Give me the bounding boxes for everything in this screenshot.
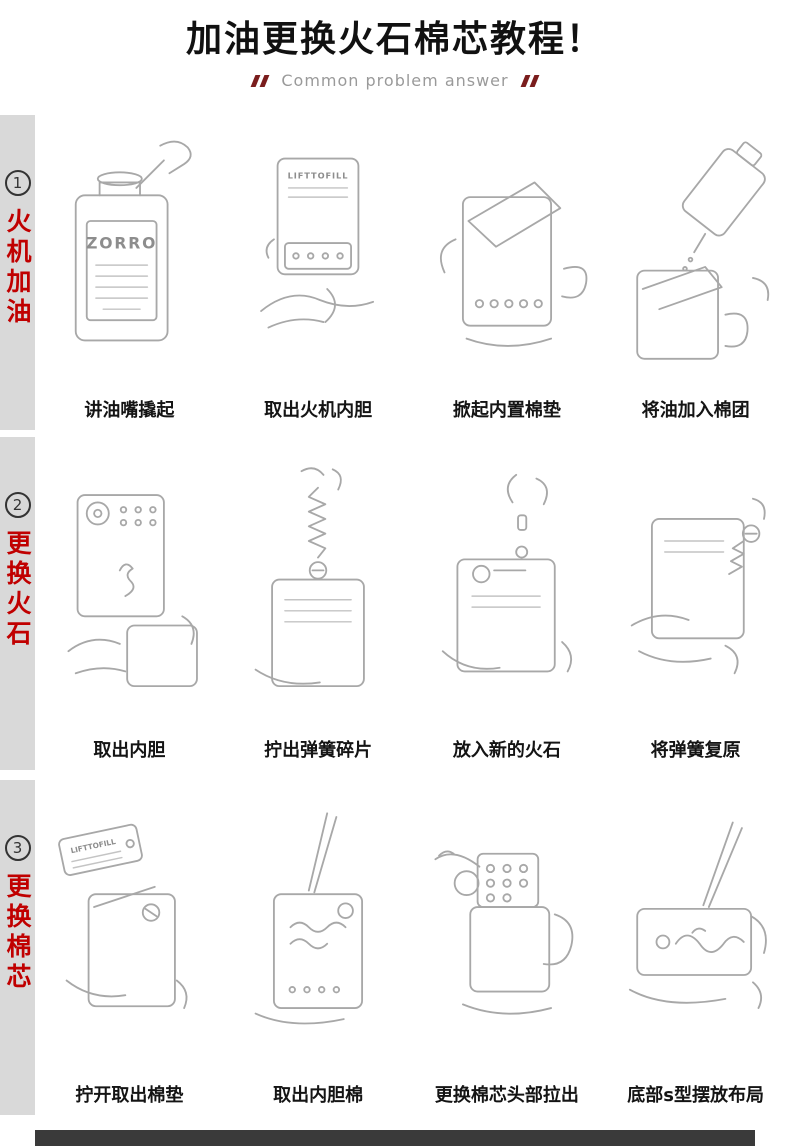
step-panel: 取出内胆棉	[224, 780, 413, 1115]
step-caption: 放入新的火石	[452, 740, 561, 761]
spring-unscrew-illustration	[224, 437, 413, 734]
step-panel: 将弹簧复原	[601, 437, 790, 770]
section-3-sidebar: 3 更换棉芯	[0, 780, 35, 1115]
quote-mark-right-icon	[520, 74, 540, 87]
section-1-number-badge: 1	[4, 170, 31, 196]
step-panel: 取出内胆	[35, 437, 224, 770]
oil-can-illustration: ZORRO	[35, 115, 224, 394]
step-caption: 将油加入棉团	[641, 400, 750, 421]
cotton-tweezers-illustration	[224, 780, 413, 1079]
step-panel: ZORRO 讲油嘴撬起	[35, 115, 224, 430]
quote-mark-left-icon	[250, 74, 270, 87]
section-1-sidebar: 1 火机加油	[0, 115, 35, 430]
header: 加油更换火石棉芯教程！ Common problem answer	[0, 0, 790, 115]
step-panel: LIFTTOFILL 拧开取出棉垫	[35, 780, 224, 1115]
page-title: 加油更换火石棉芯教程！	[185, 19, 604, 60]
step-panel: 更换棉芯头部拉出	[413, 780, 602, 1115]
insert-removal-illustration: LIFTTOFILL	[224, 115, 413, 394]
section-3-number-badge: 3	[4, 835, 31, 861]
subtitle-row: Common problem answer	[0, 71, 790, 90]
felt-pad-lift-illustration	[413, 115, 602, 394]
new-flint-illustration	[413, 437, 602, 734]
section-2-vertical-label: 更换火石	[3, 530, 32, 650]
spring-restore-illustration	[601, 437, 790, 734]
step-panel: 放入新的火石	[413, 437, 602, 770]
tag-label-text: LIFTTOFILL	[70, 836, 117, 854]
step-caption: 更换棉芯头部拉出	[434, 1085, 579, 1106]
section-3-vertical-label: 更换棉芯	[3, 873, 32, 993]
step-panel: 拧出弹簧碎片	[224, 437, 413, 770]
oil-pour-illustration	[601, 115, 790, 394]
step-panel: 将油加入棉团	[601, 115, 790, 430]
step-caption: 拧出弹簧碎片	[264, 740, 373, 761]
section-3-wick: 3 更换棉芯 LIFTTOFILL	[0, 780, 790, 1115]
s-shape-layout-illustration	[601, 780, 790, 1079]
step-panel: 底部s型摆放布局	[601, 780, 790, 1115]
insert-label-text: LIFTTOFILL	[288, 170, 349, 180]
wick-head-pull-illustration	[413, 780, 602, 1079]
section-1-panels: ZORRO 讲油嘴撬起 LIFTTOFILL	[35, 115, 790, 430]
step-caption: 取出火机内胆	[264, 400, 373, 421]
footer-dark-bar	[35, 1130, 755, 1146]
step-caption: 将弹簧复原	[650, 740, 741, 761]
step-caption: 掀起内置棉垫	[452, 400, 561, 421]
insert-out-illustration	[35, 437, 224, 734]
section-3-panels: LIFTTOFILL 拧开取出棉垫	[35, 780, 790, 1115]
step-panel: LIFTTOFILL 取出火机内胆	[224, 115, 413, 430]
page-subtitle: Common problem answer	[281, 71, 509, 91]
can-brand-text: ZORRO	[86, 234, 157, 252]
step-panel: 掀起内置棉垫	[413, 115, 602, 430]
section-2-panels: 取出内胆 拧出	[35, 437, 790, 770]
felt-pad-unscrew-illustration: LIFTTOFILL	[35, 780, 224, 1079]
section-2-flint: 2 更换火石 取出内胆	[0, 437, 790, 770]
section-1-refuel: 1 火机加油 ZORRO	[0, 115, 790, 430]
section-2-sidebar: 2 更换火石	[0, 437, 35, 770]
step-caption: 拧开取出棉垫	[75, 1085, 184, 1106]
step-caption: 讲油嘴撬起	[84, 400, 175, 421]
section-2-number-badge: 2	[4, 492, 31, 518]
step-caption: 取出内胆棉	[273, 1085, 364, 1106]
section-1-vertical-label: 火机加油	[3, 208, 32, 328]
step-caption: 底部s型摆放布局	[627, 1085, 764, 1106]
step-caption: 取出内胆	[93, 740, 166, 761]
